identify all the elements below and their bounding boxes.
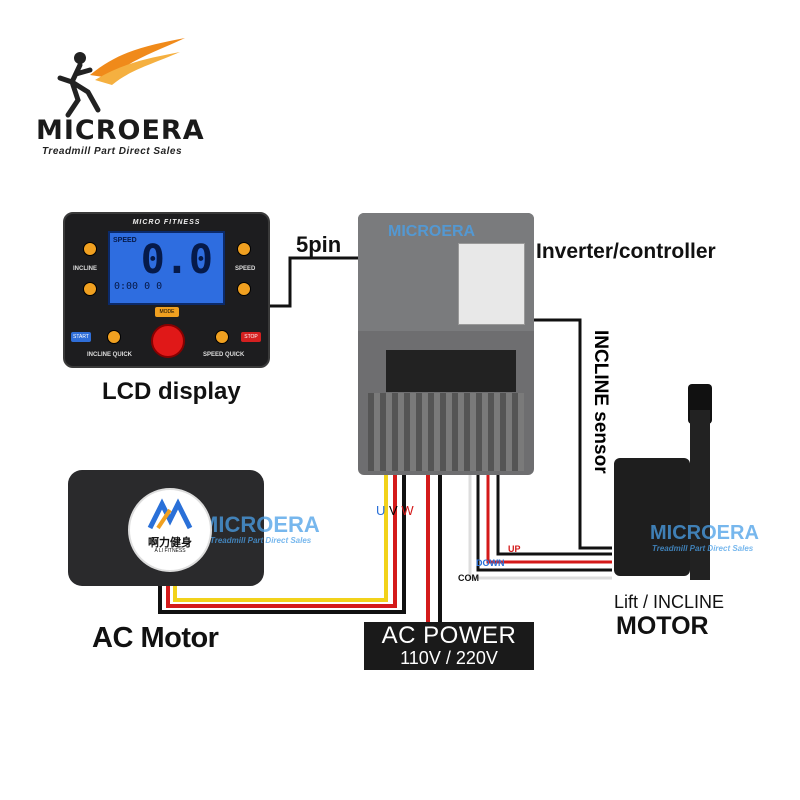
down-wire-label: DOWN [476, 558, 505, 568]
incline-sensor-label: INCLINE sensor [590, 330, 611, 474]
panel-brand: MICRO FITNESS [132, 219, 201, 226]
inverter-label: Inverter/controller [536, 240, 716, 263]
speed-up-button[interactable] [237, 242, 251, 256]
brand-name: MICROERA [36, 115, 205, 146]
mode-button[interactable]: MODE [155, 307, 179, 317]
lcd-screen: SPEED 0.0 0:00 0 0 [108, 231, 225, 305]
inverter-controller: MICROERA [358, 213, 534, 475]
actuator-rod [690, 410, 710, 580]
screen-bottom-row: 0:00 0 0 [114, 281, 163, 292]
motor-watermark: MICROERA [200, 512, 320, 537]
inverter-nameplate [458, 243, 525, 325]
incline-label: INCLINE [73, 266, 97, 272]
inverter-watermark: MICROERA [388, 223, 476, 240]
ac-power-box: AC POWER 110V / 220V [364, 622, 534, 670]
lift-incline-label: Lift / INCLINE [614, 592, 725, 612]
safety-key[interactable] [151, 324, 185, 358]
speed-readout: 0.0 [140, 237, 213, 283]
w-label: W [401, 503, 414, 518]
speed-quick-label: SPEED QUICK [203, 352, 245, 358]
incline-up-button[interactable] [83, 242, 97, 256]
lcd-control-panel: MICRO FITNESS SPEED 0.0 0:00 0 0 INCLINE… [63, 212, 270, 368]
motor-watermark-sub: Treadmill Part Direct Sales [210, 536, 312, 545]
speed-quick-dial[interactable] [215, 330, 229, 344]
speed-label: SPEED [235, 266, 256, 272]
heatsink-fins [368, 393, 524, 471]
ac-motor-label: AC Motor [92, 622, 219, 654]
start-button[interactable]: START [71, 332, 91, 342]
v-label: V [389, 503, 398, 518]
incline-down-button[interactable] [83, 282, 97, 296]
stop-button[interactable]: STOP [241, 332, 261, 342]
com-wire-label: COM [458, 573, 479, 583]
lift-watermark: MICROERA [650, 522, 759, 544]
ac-power-voltage: 110V / 220V [400, 648, 498, 668]
five-pin-label: 5pin [296, 232, 342, 257]
ac-power-title: AC POWER [381, 622, 517, 649]
badge-logo-icon [147, 498, 193, 530]
u-label: U [376, 503, 386, 518]
badge-cn: 啊力健身 [148, 537, 192, 549]
badge-en: A LI FITNESS [154, 548, 186, 554]
up-wire-label: UP [508, 544, 521, 554]
uvw-label: U V W [376, 503, 414, 518]
lift-motor [614, 458, 690, 576]
incline-quick-label: INCLINE QUICK [87, 352, 132, 358]
lcd-display-label: LCD display [102, 378, 241, 405]
speed-down-button[interactable] [237, 282, 251, 296]
motor-label: MOTOR [616, 612, 709, 640]
screen-speed-tag: SPEED [113, 237, 137, 244]
incline-quick-dial[interactable] [107, 330, 121, 344]
lift-watermark-sub: Treadmill Part Direct Sales [652, 544, 754, 553]
brand-tagline: Treadmill Part Direct Sales [42, 146, 183, 157]
runner-logo-icon [57, 38, 185, 118]
terminal-block [386, 350, 516, 392]
motor-badge: 啊力健身 A LI FITNESS [128, 488, 212, 572]
